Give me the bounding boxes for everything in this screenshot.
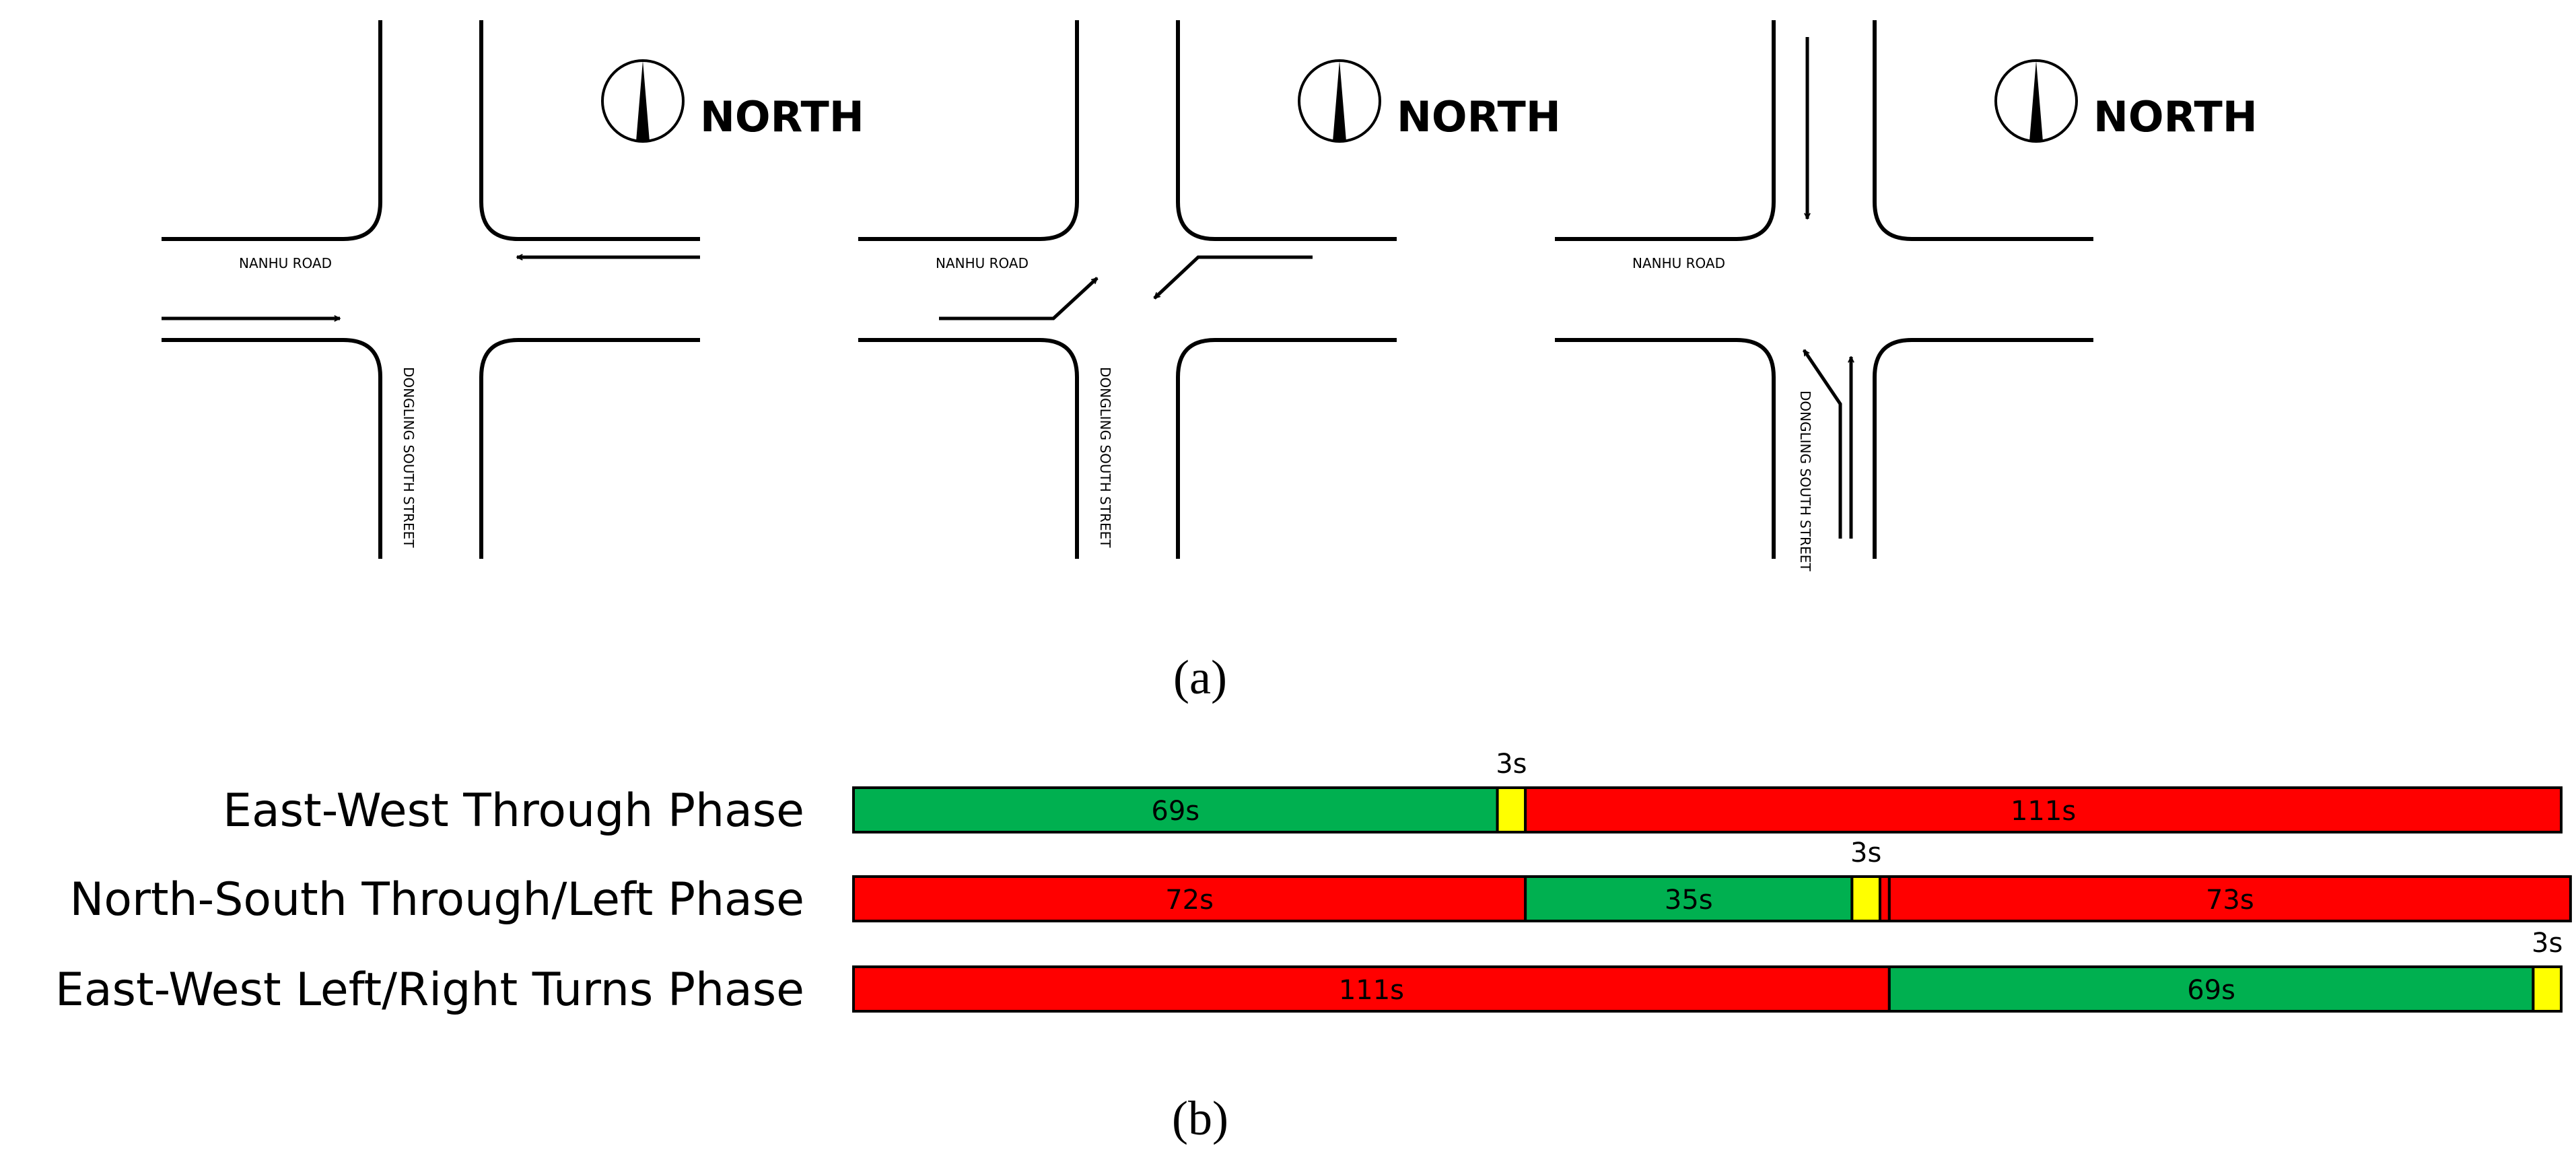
corner-sw xyxy=(1555,338,1776,559)
segment-duration-label: 111s xyxy=(1339,975,1404,1006)
road-label-ns: DONGLING SOUTH STREET xyxy=(1797,390,1813,572)
corner-ne xyxy=(479,20,700,241)
arrow-westbound-left xyxy=(1153,255,1313,300)
north-label: NORTH xyxy=(1397,92,1561,141)
phase-label: East-West Through Phase xyxy=(223,784,804,838)
segment-duration-label: 35s xyxy=(1665,885,1713,916)
phase-row: East-West Left/Right Turns Phase 111s 69s 3… xyxy=(55,928,2563,1017)
diagram-north-south-through-left: NORTH NANHU ROAD DONGLING SOUTH STREET xyxy=(1555,20,2258,572)
phase-label: East-West Left/Right Turns Phase xyxy=(55,963,804,1017)
segment-duration-label: 72s xyxy=(1165,885,1214,916)
timing-segment-red xyxy=(852,875,1527,922)
timing-segment-green xyxy=(1887,965,2535,1013)
corner-nw xyxy=(162,20,382,241)
road-label-ew: NANHU ROAD xyxy=(239,255,332,271)
timing-segment-yellow xyxy=(1496,786,1527,833)
compass-icon xyxy=(1298,59,1381,143)
compass-icon xyxy=(1994,59,2078,143)
corner-se xyxy=(1176,338,1397,559)
timing-segment-yellow xyxy=(2532,965,2563,1013)
timing-segment-yellow xyxy=(1850,875,1881,922)
segment-duration-label: 3s xyxy=(1496,749,1527,780)
timing-segment-red xyxy=(852,965,1891,1013)
north-label: NORTH xyxy=(2093,92,2258,141)
corner-nw xyxy=(1555,20,1776,241)
compass-icon xyxy=(601,59,685,143)
timing-segment-red xyxy=(1524,786,2563,833)
segment-duration-label: 69s xyxy=(2187,975,2235,1006)
corner-sw xyxy=(162,338,382,559)
road-label-ew: NANHU ROAD xyxy=(936,255,1029,271)
road-label-ns: DONGLING SOUTH STREET xyxy=(401,367,417,548)
corner-ne xyxy=(1176,20,1397,241)
segment-duration-label: 3s xyxy=(1850,838,1881,868)
road-label-ew: NANHU ROAD xyxy=(1632,255,1725,271)
segment-duration-label: 73s xyxy=(2206,885,2254,916)
phase-row: East-West Through Phase 69s 3s 111s xyxy=(223,749,2563,838)
corner-ne xyxy=(1873,20,2093,241)
arrow-eastbound-left xyxy=(939,277,1099,320)
arrow-northbound-left xyxy=(1802,350,1842,539)
panel-b-label: (b) xyxy=(1172,1091,1228,1145)
diagram-east-west-left-right: NORTH NANHU ROAD DONGLING SOUTH STREET xyxy=(858,20,1561,559)
corner-se xyxy=(1873,338,2093,559)
panel-a-intersection-diagrams: NORTH NANHU ROAD DONGLING SOUTH STREET N… xyxy=(162,20,2258,704)
diagram-east-west-through: NORTH NANHU ROAD DONGLING SOUTH STREET xyxy=(162,20,864,559)
timing-segment-green xyxy=(1524,875,1854,922)
phase-row: North-South Through/Left Phase72s35s3s1s… xyxy=(69,838,2572,926)
segment-duration-label: 69s xyxy=(1151,796,1199,827)
corner-nw xyxy=(858,20,1079,241)
timing-segment-red xyxy=(1887,875,2572,922)
road-label-ns: DONGLING SOUTH STREET xyxy=(1097,367,1113,548)
segment-duration-label: 111s xyxy=(2011,796,2076,827)
phase-label: North-South Through/Left Phase xyxy=(69,873,804,926)
panel-a-label: (a) xyxy=(1173,650,1227,704)
corner-se xyxy=(479,338,700,559)
corner-sw xyxy=(858,338,1079,559)
north-label: NORTH xyxy=(700,92,864,141)
segment-duration-label: 3s xyxy=(2532,928,2563,959)
timing-segment-red xyxy=(1878,875,1891,922)
